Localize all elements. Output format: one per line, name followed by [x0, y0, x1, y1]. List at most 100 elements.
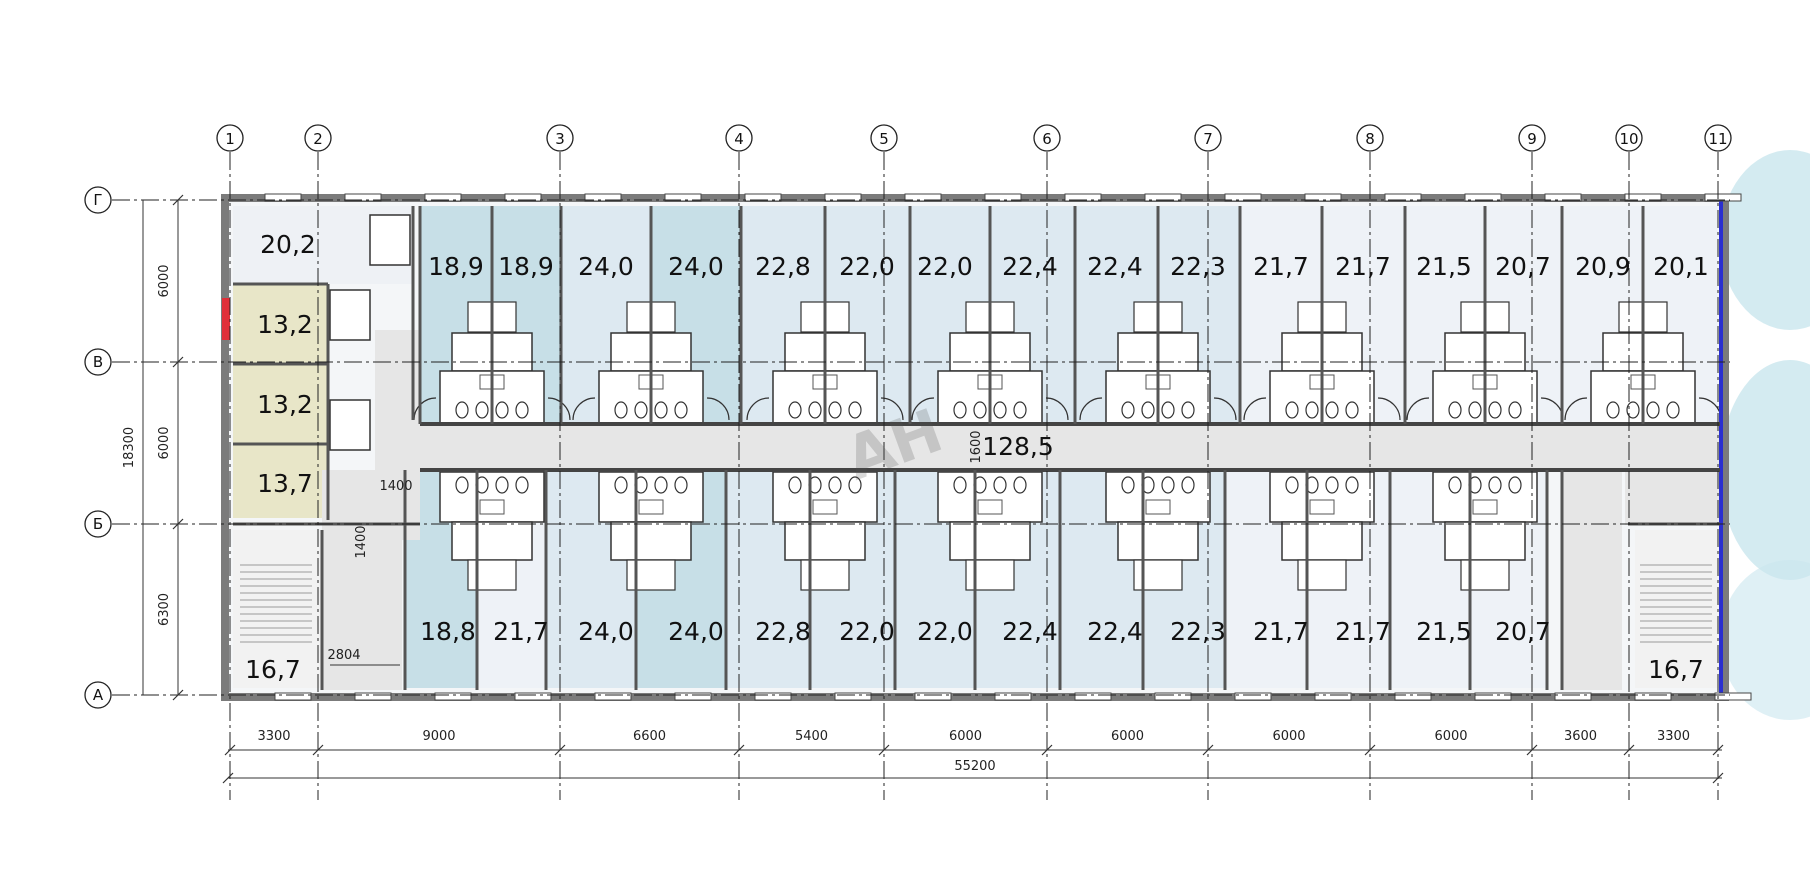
room-area-label: 18,9 [498, 252, 554, 281]
grid-bubble [216, 124, 244, 152]
stair-fill [233, 530, 321, 688]
bathroom-block [451, 521, 533, 561]
door-arc [746, 397, 770, 421]
sink-icon [479, 499, 505, 515]
dimension-tick [554, 744, 566, 756]
grid-label-column: 8 [1365, 130, 1375, 148]
room-area-label: 22,4 [1087, 617, 1143, 646]
window [904, 193, 942, 202]
corridor-area-label: 128,5 [982, 432, 1054, 461]
room-area-label: 13,2 [257, 390, 313, 419]
room-area-label: 16,7 [245, 655, 301, 684]
room-area-label: 22,0 [839, 617, 895, 646]
toilet-icon [654, 401, 668, 419]
window [1624, 193, 1662, 202]
toilet-icon [1468, 401, 1482, 419]
window [1234, 692, 1272, 701]
room-area-label: 22,8 [755, 252, 811, 281]
toilet-icon [1508, 476, 1522, 494]
bathroom-block [369, 214, 411, 266]
dimension-label: 6300 [157, 593, 172, 626]
toilet-icon [788, 401, 802, 419]
grid-label-column: 5 [879, 130, 889, 148]
window [1304, 193, 1342, 202]
toilet-icon [515, 476, 529, 494]
toilet-icon [1606, 401, 1620, 419]
dimension-tick [172, 194, 184, 206]
bathroom-block [329, 399, 371, 451]
window [674, 692, 712, 701]
shower-block [467, 559, 517, 591]
grid-bubble [84, 348, 112, 376]
dimension-tick [312, 744, 324, 756]
dimension-total-label: 18300 [122, 427, 137, 468]
bathroom-block [784, 521, 866, 561]
door-arc [572, 397, 596, 421]
window [1314, 692, 1352, 701]
door-arc [1045, 397, 1069, 421]
corridor-fill [1562, 470, 1622, 690]
dimension-label: 6000 [157, 426, 172, 459]
grid-label-row: В [93, 353, 103, 371]
window [1064, 193, 1102, 202]
grid-label-column: 6 [1042, 130, 1052, 148]
dimension-tick [224, 744, 236, 756]
dimension-label: 6000 [1111, 729, 1144, 744]
dimension-label: 6000 [1434, 729, 1467, 744]
toilet-icon [1448, 476, 1462, 494]
room-area-label: 22,4 [1002, 617, 1058, 646]
dimension-tick [733, 744, 745, 756]
outer-wall [221, 194, 1729, 701]
window [1714, 692, 1752, 701]
room-area-label: 22,8 [755, 617, 811, 646]
toilet-icon [1181, 476, 1195, 494]
window [1544, 193, 1582, 202]
grid-bubble [84, 681, 112, 709]
window [1554, 692, 1592, 701]
grid-bubble [1033, 124, 1061, 152]
door-arc [1243, 397, 1267, 421]
room-area-label: 13,2 [257, 310, 313, 339]
dimension-tick [1623, 744, 1635, 756]
door-arc [1213, 397, 1237, 421]
grid-label-column: 10 [1619, 130, 1638, 148]
sink-icon [1145, 499, 1171, 515]
window [584, 193, 622, 202]
toilet-icon [808, 401, 822, 419]
window [1474, 692, 1512, 701]
room-area-label: 24,0 [578, 252, 634, 281]
room-area-label: 22,4 [1002, 252, 1058, 281]
room-area-label: 22,0 [917, 617, 973, 646]
dimension-label: 3600 [1564, 729, 1597, 744]
dimension-tick [1202, 744, 1214, 756]
grid-bubble [304, 124, 332, 152]
door-arc [1564, 397, 1588, 421]
toilet-icon [848, 401, 862, 419]
room-area-label: 24,0 [668, 252, 724, 281]
grid-bubble [725, 124, 753, 152]
toilet-icon [1488, 401, 1502, 419]
window [434, 692, 472, 701]
window [914, 692, 952, 701]
door-arc [1406, 397, 1430, 421]
dimension-label: 1400 [354, 525, 369, 558]
window [1384, 193, 1422, 202]
window [274, 692, 312, 701]
toilet-icon [1508, 401, 1522, 419]
toilet-icon [1666, 401, 1680, 419]
shower-block [965, 559, 1015, 591]
toilet-icon [674, 401, 688, 419]
door-arc [547, 397, 571, 421]
dimension-label: 6600 [633, 729, 666, 744]
toilet-icon [1646, 401, 1660, 419]
toilet-icon [614, 476, 628, 494]
door-arc [706, 397, 730, 421]
grid-bubble [546, 124, 574, 152]
toilet-icon [475, 401, 489, 419]
room-area-label: 22,3 [1170, 617, 1226, 646]
grid-label-column: 1 [225, 130, 235, 148]
stair-fill [1635, 530, 1720, 688]
